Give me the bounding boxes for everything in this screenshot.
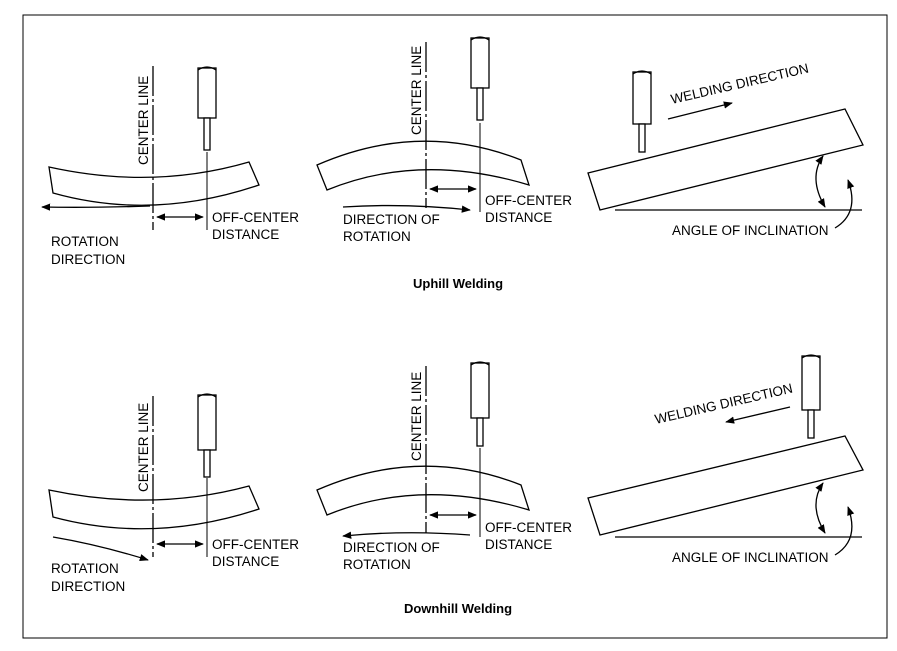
rotation-label-2: ROTATION <box>343 557 411 572</box>
uphill-panel-1: CENTER LINE OFF-CENTER DISTANCE ROTATION… <box>41 66 299 267</box>
welding-torch <box>197 394 217 451</box>
welding-torch <box>470 362 490 419</box>
rotation-label-2: ROTATION <box>343 229 411 244</box>
rotation-arrow <box>52 536 149 562</box>
uphill-panel-3: WELDING DIRECTION ANGLE OF INCLINATION <box>587 61 864 238</box>
rotation-arrow <box>41 203 151 211</box>
pipe-section <box>48 485 260 530</box>
uphill-panel-2: CENTER LINE OFF-CENTER DISTANCE DIRECTIO… <box>316 36 572 244</box>
electrode <box>476 87 484 121</box>
electrode <box>203 449 211 478</box>
downhill-panel-1: CENTER LINE OFF-CENTER DISTANCE ROTATION… <box>48 393 299 594</box>
welding-torch <box>470 37 490 89</box>
electrode <box>476 417 484 447</box>
welding-torch <box>801 355 821 411</box>
rotation-label-1: ROTATION <box>51 561 119 576</box>
center-line-label: CENTER LINE <box>409 46 424 135</box>
rotation-arrow <box>342 204 471 213</box>
welding-direction-label: WELDING DIRECTION <box>669 61 810 107</box>
off-center-label-1: OFF-CENTER <box>212 210 299 225</box>
rotation-label-2: DIRECTION <box>51 579 125 594</box>
welding-direction-label: WELDING DIRECTION <box>653 381 794 427</box>
inclined-plate <box>587 435 864 536</box>
rotation-arrow <box>342 531 471 539</box>
inclined-plate <box>587 108 864 211</box>
uphill-caption: Uphill Welding <box>413 276 503 291</box>
downhill-panel-3: WELDING DIRECTION ANGLE OF INCLINATION <box>587 354 864 565</box>
off-center-label-2: DISTANCE <box>485 537 552 552</box>
center-line-label: CENTER LINE <box>409 372 424 461</box>
angle-arc <box>815 482 826 534</box>
electrode <box>638 123 646 153</box>
off-center-label-2: DISTANCE <box>212 227 279 242</box>
angle-leader <box>834 506 855 556</box>
pipe-section <box>48 161 260 206</box>
welding-direction-arrow <box>667 101 733 120</box>
rotation-label-1: ROTATION <box>51 234 119 249</box>
electrode <box>807 409 815 439</box>
off-center-label-2: DISTANCE <box>212 554 279 569</box>
angle-of-inclination-label: ANGLE OF INCLINATION <box>672 223 829 238</box>
angle-arc <box>815 155 826 208</box>
figure-frame <box>22 14 888 639</box>
off-center-label-1: OFF-CENTER <box>485 193 572 208</box>
angle-of-inclination-label: ANGLE OF INCLINATION <box>672 550 829 565</box>
rotation-label-1: DIRECTION OF <box>343 212 440 227</box>
center-line-label: CENTER LINE <box>136 403 151 492</box>
pipe-section <box>316 465 530 516</box>
electrode <box>203 117 211 151</box>
welding-torch <box>632 71 652 125</box>
welding-torch <box>197 67 217 119</box>
angle-leader <box>834 179 855 229</box>
downhill-panel-2: CENTER LINE OFF-CENTER DISTANCE DIRECTIO… <box>316 361 572 572</box>
downhill-caption: Downhill Welding <box>404 601 512 616</box>
off-center-label-1: OFF-CENTER <box>485 520 572 535</box>
pipe-section <box>316 140 530 191</box>
off-center-label-2: DISTANCE <box>485 210 552 225</box>
off-center-label-1: OFF-CENTER <box>212 537 299 552</box>
rotation-label-2: DIRECTION <box>51 252 125 267</box>
center-line-label: CENTER LINE <box>136 76 151 165</box>
welding-direction-arrow <box>725 406 791 424</box>
rotation-label-1: DIRECTION OF <box>343 540 440 555</box>
